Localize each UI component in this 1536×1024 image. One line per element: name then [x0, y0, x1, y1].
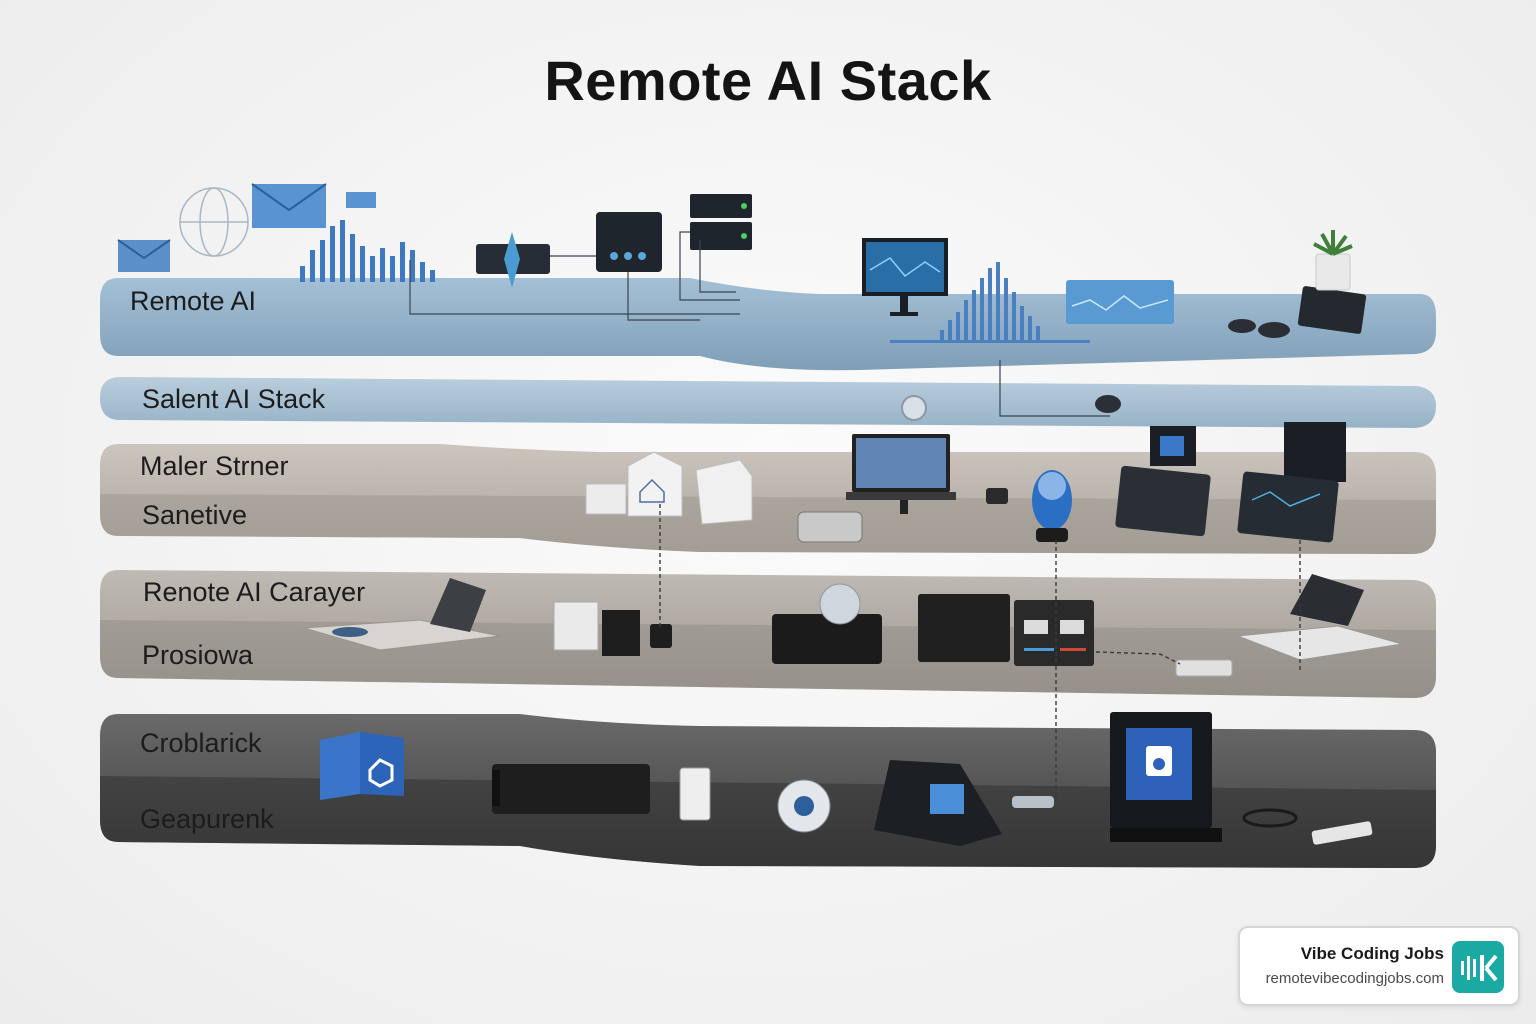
envelope-icon: [117, 183, 376, 272]
display-stand-icon: [874, 760, 1054, 846]
layer-label-renote-ai-carayer: Renote AI Carayer: [143, 577, 366, 607]
sensor-icon: [901, 395, 1121, 421]
vibe-coding-jobs-logo-icon: [1452, 941, 1504, 993]
server-icon: [476, 194, 752, 288]
laptop-icon: [303, 578, 501, 651]
tablet-icon: [1066, 280, 1367, 338]
layer-croblarick: [100, 714, 1436, 868]
badge-url[interactable]: remotevibecodingjobs.com: [1265, 970, 1444, 987]
layer-label-croblarick: Croblarick: [140, 728, 262, 758]
page-title: Remote AI Stack: [544, 49, 992, 112]
bar-chart-icon: [300, 220, 435, 282]
layer-salent-ai-stack: [100, 377, 1436, 428]
speaker-icon: [553, 601, 672, 656]
layer-label-remote-ai: Remote AI: [130, 286, 257, 316]
layer-label-prosiowa: Prosiowa: [142, 640, 254, 670]
layer-label-sanetive: Sanetive: [142, 500, 248, 530]
connector-lines: [659, 504, 1301, 800]
printer-icon: [492, 764, 711, 821]
hub-device-icon: [772, 583, 1094, 666]
app-icon: [320, 732, 404, 800]
monitor-icon: [862, 238, 948, 316]
vibe-coding-jobs-badge[interactable]: Vibe Coding Jobs remotevibecodingjobs.co…: [1238, 926, 1520, 1006]
orb-light-icon: [1032, 470, 1072, 542]
layer-label-geapurenk: Geapurenk: [140, 804, 274, 834]
badge-name: Vibe Coding Jobs: [1300, 944, 1444, 963]
plant-icon: [1313, 230, 1353, 291]
smart-display-icon: [1110, 712, 1373, 845]
cloud-box-icon: [585, 451, 753, 525]
globe-icon: [179, 187, 249, 257]
camera-icon: [777, 779, 831, 833]
waveform-icon: [890, 262, 1090, 343]
control-panel-icon: [1115, 422, 1346, 543]
laptop-icon: [797, 434, 1008, 543]
laptop-icon: [1175, 574, 1403, 677]
layer-label-salent-ai-stack: Salent AI Stack: [142, 384, 326, 414]
layer-maler-strner: [100, 444, 1436, 554]
layer-label-maler-strner: Maler Strner: [140, 451, 289, 481]
cable-lines: [409, 231, 1110, 417]
